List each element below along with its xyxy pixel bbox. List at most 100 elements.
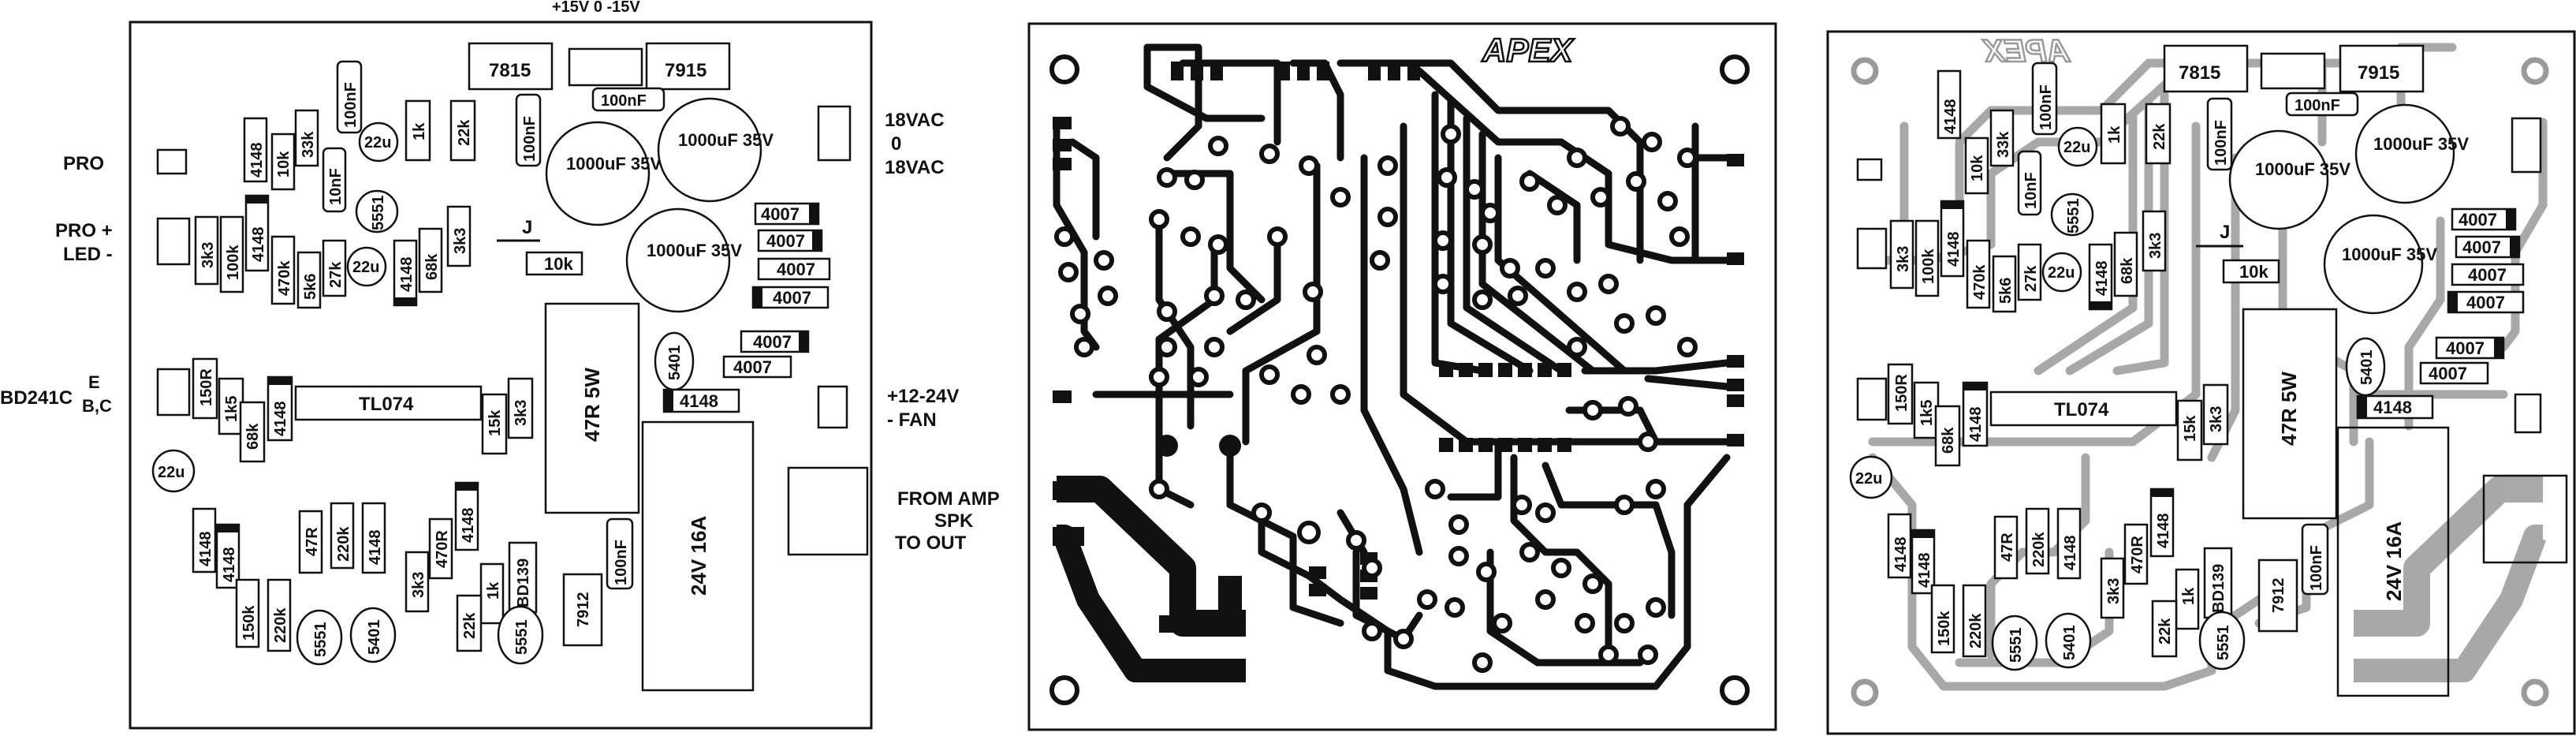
overlay-cap-10nF — [2017, 150, 2042, 216]
overlay-res-33k — [1989, 109, 2015, 167]
diode-4148-g-band — [217, 525, 239, 532]
speaker-connector — [787, 466, 869, 556]
overlay-pro-led-connector — [1856, 227, 1888, 270]
overlay-diode-4148-i-band — [2151, 489, 2173, 497]
overlay-res-1k-top — [2100, 103, 2127, 165]
reg-7815 — [468, 42, 554, 91]
overlay-cap-10nF-label: 10nF — [2022, 172, 2040, 209]
cap-22u-a — [358, 121, 399, 163]
res-68k-b — [239, 401, 266, 463]
cap-100nF-vert — [515, 93, 542, 167]
diode-4007-e-label: 4007 — [753, 332, 792, 352]
cap-1000uF-right — [657, 97, 762, 203]
overlay-diode-4148-g-band — [1912, 530, 1934, 538]
res-22k-top — [449, 99, 476, 162]
overlay-res-220k-a-label: 220k — [2030, 532, 2048, 567]
vac-label-3: 18VAC — [885, 157, 945, 178]
overlay-trans-5401-a-label: 5401 — [2358, 350, 2376, 386]
overlay-res-220k-b — [1962, 584, 1987, 658]
trans-BD139-label: BD139 — [515, 559, 532, 607]
bd241c-label: BD241C — [0, 387, 73, 409]
overlay-trans-5551-a-label: 5551 — [2065, 199, 2082, 234]
diode-4148-i-band — [456, 483, 478, 491]
overlay-reg-7915 — [2339, 44, 2425, 93]
overlay-res-150k-label: 150k — [1936, 611, 1953, 646]
overlay-res-1k-bottom — [2175, 568, 2200, 630]
overlay-relay-24V-16A — [2336, 426, 2450, 697]
overlay-mount-hole-br — [2521, 678, 2549, 707]
overlay-diode-4148-d — [2356, 394, 2434, 420]
overlay-cap-100nF-top-label: 100nF — [2295, 97, 2340, 114]
ic-TL074 — [294, 385, 483, 421]
overlay-res-220k-a — [2025, 507, 2050, 575]
cap-1000uF-left — [545, 121, 651, 226]
overlay-diode-4007-b — [2455, 235, 2521, 259]
overlay-res-3k3-c-label: 3k3 — [2208, 406, 2225, 432]
res-47R — [298, 510, 323, 574]
trans-5401-b-label: 5401 — [366, 620, 383, 656]
reg-7915 — [645, 42, 731, 91]
res-27k-label: 27k — [327, 261, 345, 288]
overlay-res-68k-a — [2113, 231, 2138, 297]
overlay-res-470R-label: 470R — [2129, 536, 2146, 573]
overlay-speaker-connector — [2482, 474, 2568, 564]
res-3k3-c-label: 3k3 — [513, 400, 530, 426]
res-1k-top-label: 1k — [411, 122, 428, 140]
overlay-res-3k3-d — [2100, 557, 2125, 619]
trans-5551-b — [497, 605, 544, 665]
overlay-diode-4148-c — [2088, 243, 2113, 311]
trans-5551-a-label: 5551 — [370, 196, 387, 231]
diode-4148-d — [662, 388, 740, 413]
diode-4007-e-band — [799, 331, 808, 352]
overlay-res-100k-label: 100k — [1920, 248, 1937, 284]
cap-1000uF-right-label: 1000uF 35V — [678, 130, 774, 150]
jumper-label: J — [522, 217, 532, 238]
cap-22u-c — [151, 449, 196, 493]
overlay-diode-4148-f-label: 4148 — [1892, 537, 1910, 573]
overlay-res-22k-bottom — [2151, 600, 2178, 658]
fan-label-1: +12-24V — [887, 386, 959, 407]
res-470R — [428, 517, 453, 580]
reg-7912 — [562, 573, 603, 647]
mount-hole-bl — [1049, 675, 1079, 705]
overlay-diode-4148-i-label: 4148 — [2155, 514, 2172, 549]
res-3k3-b — [446, 205, 472, 267]
overlay-trans-5551-b — [2198, 611, 2246, 671]
overlay-cap-100nF-bottom — [2301, 523, 2329, 596]
diode-4148-d-label: 4148 — [680, 391, 718, 411]
overlay-res-47R-5W-label: 47R 5W — [2277, 372, 2301, 446]
res-22k-top-label: 22k — [456, 119, 473, 146]
cap-10nF-label: 10nF — [327, 168, 345, 205]
res-22k-bottom — [456, 594, 483, 652]
diode-4148-g — [215, 523, 240, 589]
overlay-res-15k — [2176, 399, 2203, 461]
res-150k-label: 150k — [240, 605, 258, 641]
res-1k5-label: 1k5 — [223, 396, 240, 422]
overlay-reg-7912 — [2257, 559, 2298, 633]
overlay-diode-4007-d — [2447, 290, 2525, 314]
overlay-res-150R-label: 150R — [1893, 374, 1911, 412]
relay-24V-16A-label: 24V 16A — [687, 516, 710, 596]
mount-hole-br — [1720, 675, 1750, 705]
overlay-diode-4148-d-label: 4148 — [2373, 398, 2412, 417]
overlay-cap-100nF-vert — [2206, 97, 2233, 171]
res-3k3-a-label: 3k3 — [199, 242, 217, 268]
copper-panel: APEX — [1027, 22, 1777, 731]
overlay-res-3k3-d-label: 3k3 — [2105, 578, 2123, 604]
overlay-diode-4148-g-label: 4148 — [1916, 553, 1933, 588]
trans-5551-c — [296, 609, 343, 666]
mount-hole-tl — [1049, 54, 1079, 84]
diode-4007-f — [722, 355, 792, 379]
overlay-diode-4007-d-band — [2448, 292, 2458, 312]
overlay-mount-hole-tl — [1851, 57, 1879, 85]
res-100k-label: 100k — [225, 245, 242, 280]
diode-4007-c — [757, 257, 831, 281]
overlay-ic-TL074-label: TL074 — [2054, 399, 2109, 420]
overlay-res-3k3-c — [2202, 383, 2229, 446]
overlay-res-3k3-b — [2142, 210, 2167, 272]
res-10k-a — [270, 133, 296, 191]
res-220k-a — [330, 502, 355, 570]
res-5k6 — [296, 251, 322, 309]
overlay-res-5k6 — [1992, 255, 2017, 313]
supply-label: +15V 0 -15V — [552, 0, 640, 16]
